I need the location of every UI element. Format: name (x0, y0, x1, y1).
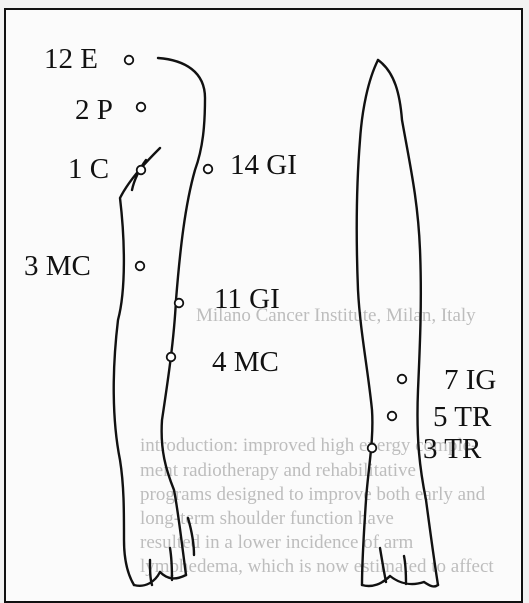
point-marker-2p (137, 103, 146, 112)
right-arm-hand-fingers (362, 548, 438, 586)
label-5tr: 5 TR (433, 403, 491, 432)
label-12e: 12 E (44, 45, 98, 74)
point-marker-7ig (398, 375, 407, 384)
label-11gi: 11 GI (214, 285, 280, 314)
point-marker-1c (137, 166, 146, 175)
point-marker-14gi (204, 165, 213, 174)
label-2p: 2 P (75, 96, 113, 125)
right-arm-outline-inner (378, 60, 438, 585)
label-3mc: 3 MC (24, 252, 91, 281)
label-3tr: 3 TR (423, 435, 481, 464)
label-4mc: 4 MC (212, 348, 279, 377)
label-1c: 1 C (68, 155, 109, 184)
point-marker-11gi (175, 299, 184, 308)
left-arm-outline-outer (158, 58, 205, 575)
point-marker-3mc (136, 262, 145, 271)
label-14gi: 14 GI (230, 151, 297, 180)
point-marker-4mc (167, 353, 176, 362)
point-marker-3tr (368, 444, 377, 453)
point-marker-5tr (388, 412, 397, 421)
right-arm-outline-outer (357, 60, 378, 585)
left-arm-outline-inner (114, 148, 160, 585)
label-7ig: 7 IG (444, 366, 496, 395)
point-marker-12e (125, 56, 134, 65)
left-arm-thumb (188, 518, 194, 555)
left-arm-hand-fingers (134, 548, 186, 586)
